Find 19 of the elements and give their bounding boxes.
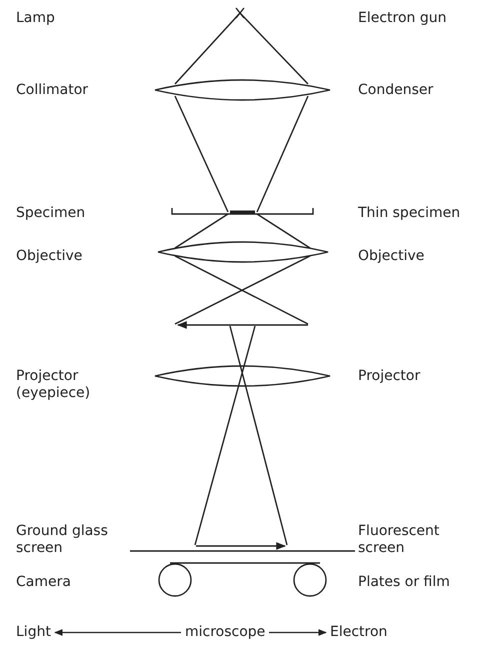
caption-text: microscope [185, 624, 266, 641]
part-label: Projector [358, 368, 420, 385]
part-label: Objective [358, 248, 424, 265]
part-label: Projector (eyepiece) [16, 368, 92, 402]
part-label: Ground glass screen [16, 523, 109, 557]
caption-text: Electron [330, 624, 388, 641]
part-label: Objective [16, 248, 82, 265]
arrow [269, 629, 327, 636]
part-label: Thin specimen [358, 205, 460, 222]
part-label: Specimen [16, 205, 86, 222]
part-label: Collimator [16, 82, 88, 99]
part-label: Plates or film [358, 574, 450, 591]
caption-text: Light [16, 624, 51, 641]
part-label: Lamp [16, 10, 55, 27]
part-label: Condenser [358, 82, 434, 99]
arrow [54, 629, 181, 636]
part-label: Camera [16, 574, 71, 591]
part-label: Fluorescent screen [358, 523, 440, 557]
part-label: Electron gun [358, 10, 447, 27]
